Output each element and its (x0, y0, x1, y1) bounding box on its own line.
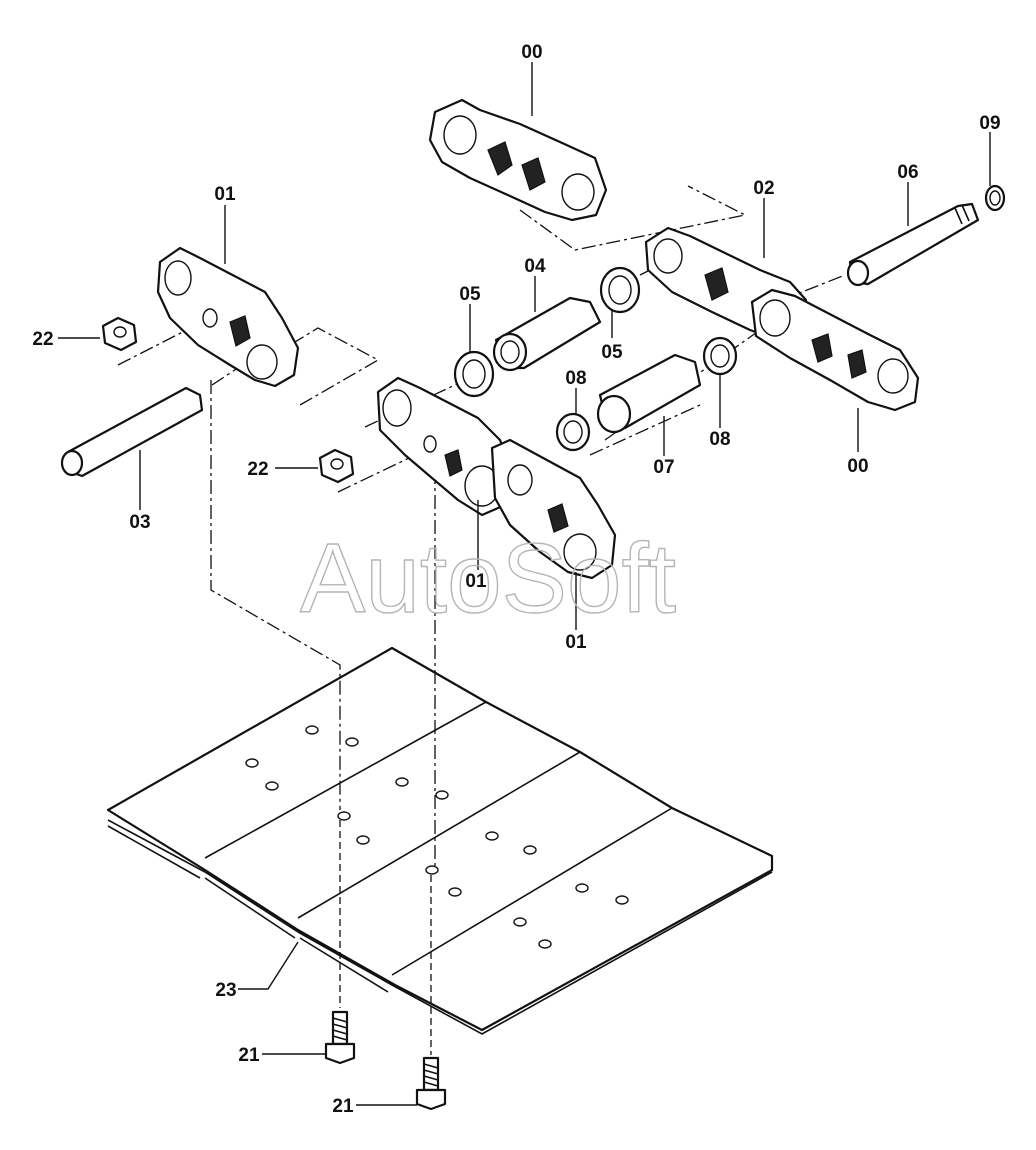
link-00-right (750, 288, 920, 412)
callout-labels: 00 01 22 03 04 05 05 02 06 09 08 07 08 0… (32, 42, 1000, 1117)
callout-23: 23 (215, 980, 236, 1001)
callout-00-top: 00 (521, 42, 542, 63)
callout-04: 04 (524, 256, 546, 277)
watermark-text: AutoSoft (300, 523, 676, 633)
callout-07: 07 (653, 457, 674, 478)
spacer-08-right (702, 336, 738, 376)
nut-22-upper (101, 316, 138, 352)
track-shoe-plate (106, 646, 774, 1035)
callout-01-left: 01 (214, 184, 236, 205)
link-01-bottom (490, 438, 617, 580)
link-01-left (156, 246, 300, 388)
link-00-top (428, 98, 608, 222)
callout-01-bottom: 01 (565, 632, 587, 653)
pin-03 (60, 386, 204, 478)
bushing-07 (596, 353, 702, 434)
shoe-bolt-right (415, 1056, 447, 1111)
leader-lines (58, 62, 991, 1106)
callout-08-left: 08 (565, 368, 586, 389)
seal-05-right (599, 266, 641, 314)
callout-05-left: 05 (459, 284, 481, 305)
callout-00-right: 00 (847, 456, 868, 477)
callout-01-middle: 01 (465, 571, 487, 592)
shoe-bolt-left (324, 1010, 356, 1065)
spacer-08-left (555, 412, 591, 452)
callout-21-right: 21 (332, 1096, 354, 1117)
callout-09: 09 (979, 113, 1000, 134)
callout-03: 03 (129, 512, 150, 533)
callout-06: 06 (897, 162, 918, 183)
callout-08-right: 08 (709, 429, 730, 450)
snap-ring-09 (984, 184, 1006, 212)
shoe-bolt-holes (245, 725, 629, 949)
seal-05-left (453, 350, 495, 398)
bushing-04 (492, 296, 602, 372)
callout-21-left: 21 (238, 1045, 260, 1066)
nut-22-lower (318, 448, 355, 484)
callout-02: 02 (753, 178, 774, 199)
callout-05-right: 05 (601, 342, 623, 363)
link-01-middle (376, 376, 514, 517)
pin-06 (846, 202, 980, 287)
callout-22-lower: 22 (247, 459, 268, 480)
callout-22-upper: 22 (32, 329, 53, 350)
